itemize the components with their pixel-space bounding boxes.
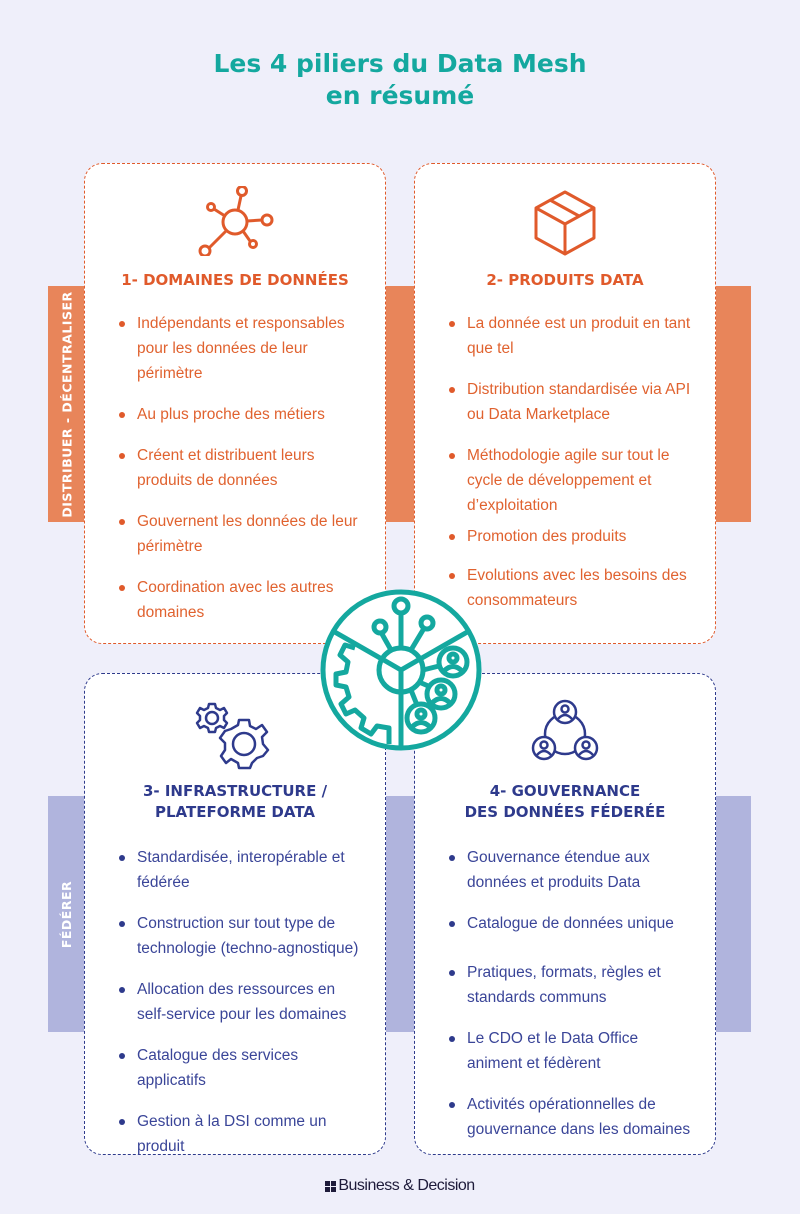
band-label-text: FÉDÉRER	[59, 880, 75, 948]
band-label-bottom: FÉDÉRER	[48, 796, 86, 1032]
band-label-text: DISTRIBUER - DÉCENTRALISER	[59, 290, 75, 518]
pillar-title-line: PLATEFORME DATA	[155, 803, 315, 821]
list-item: Catalogue de données unique	[447, 911, 693, 936]
list-item: Catalogue des services applicatifs	[117, 1043, 363, 1093]
data-mesh-hub-icon	[319, 588, 483, 752]
list-item: Standardisée, interopérable et fédérée	[117, 845, 363, 895]
list-item: Distribution standardisée via API ou Dat…	[447, 377, 693, 427]
pillar-title: 4- GOUVERNANCE DES DONNÉES FÉDERÉE	[415, 781, 715, 823]
pillar-title: 3- INFRASTRUCTURE / PLATEFORME DATA	[85, 781, 385, 823]
list-item: Gouvernance étendue aux données et produ…	[447, 845, 693, 895]
list-item: Créent et distribuent leurs produits de …	[117, 443, 363, 493]
pillar-title: 2- PRODUITS DATA	[486, 271, 644, 289]
list-item: Construction sur tout type de technologi…	[117, 911, 363, 961]
list-item: Coordination avec les autres domaines	[117, 575, 363, 625]
gears-icon	[85, 696, 385, 776]
pillar-list: Gouvernance étendue aux données et produ…	[447, 845, 693, 1142]
list-item: Allocation des ressources en self-servic…	[117, 977, 363, 1027]
pillar-title: 1- DOMAINES DE DONNÉES	[121, 271, 349, 289]
brand-name: Business & Decision	[338, 1177, 475, 1194]
brand-logo-icon	[325, 1180, 337, 1192]
title-line-1: Les 4 piliers du Data Mesh	[213, 49, 587, 78]
pillar-title-line: DES DONNÉES FÉDERÉE	[464, 803, 666, 821]
list-item: Evolutions avec les besoins des consomma…	[447, 563, 693, 613]
pillar-card-gouvernance: 4- GOUVERNANCE DES DONNÉES FÉDERÉE Gouve…	[414, 673, 716, 1155]
pillar-card-infrastructure: 3- INFRASTRUCTURE / PLATEFORME DATA Stan…	[84, 673, 386, 1155]
pillar-title-line: 4- GOUVERNANCE	[489, 782, 641, 800]
pillar-list: La donnée est un produit en tant que tel…	[447, 311, 693, 613]
list-item: Gouvernent les données de leur périmètre	[117, 509, 363, 559]
list-item: Gestion à la DSI comme un produit	[117, 1109, 363, 1159]
list-item: Indépendants et responsables pour les do…	[117, 311, 363, 386]
list-item: Méthodologie agile sur tout le cycle de …	[447, 443, 693, 518]
title-line-2: en résumé	[325, 81, 475, 110]
pillar-card-domaines: 1- DOMAINES DE DONNÉES Indépendants et r…	[84, 163, 386, 644]
network-node-icon	[85, 186, 385, 256]
pillar-list: Indépendants et responsables pour les do…	[117, 311, 363, 625]
list-item: Pratiques, formats, règles et standards …	[447, 960, 693, 1010]
people-network-icon	[415, 698, 715, 764]
list-item: Promotion des produits	[447, 524, 693, 549]
list-item: Activités opérationnelles de gouvernance…	[447, 1092, 693, 1142]
page-title: Les 4 piliers du Data Mesh en résumé	[0, 48, 800, 112]
pillar-card-produits: 2- PRODUITS DATA La donnée est un produi…	[414, 163, 716, 644]
list-item: La donnée est un produit en tant que tel	[447, 311, 693, 361]
brand-footer: Business & Decision	[0, 1177, 800, 1195]
list-item: Au plus proche des métiers	[117, 402, 363, 427]
pillar-title-line: 3- INFRASTRUCTURE /	[142, 782, 328, 800]
pillar-list: Standardisée, interopérable et fédérée C…	[117, 845, 363, 1159]
band-label-top: DISTRIBUER - DÉCENTRALISER	[48, 286, 86, 522]
list-item: Le CDO et le Data Office animent et fédè…	[447, 1026, 693, 1076]
box-icon	[415, 188, 715, 258]
